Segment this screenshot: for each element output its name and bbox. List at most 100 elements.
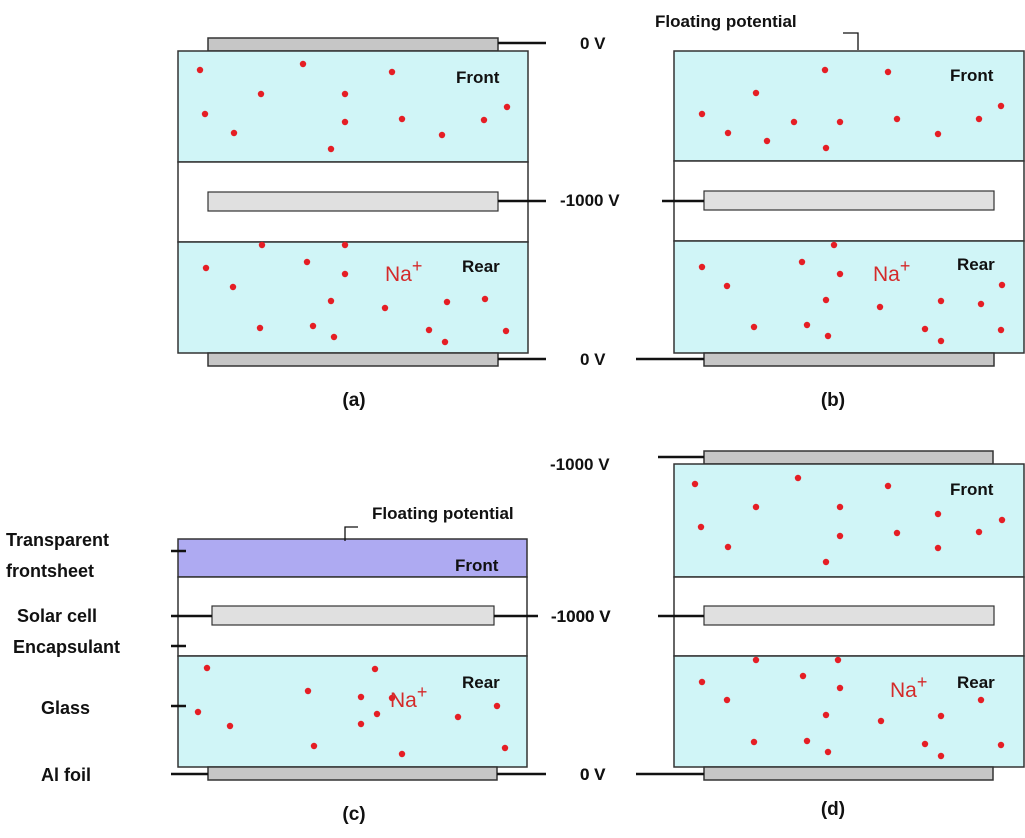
na-ion-dot — [803, 321, 811, 329]
bottom-voltage-label: 0 V — [580, 765, 606, 784]
na-ion-dot — [438, 131, 446, 139]
na-ions-front — [698, 66, 1005, 152]
na-ion-dot — [750, 323, 758, 331]
panel-d: -1000 V -1000 V 0 V Front Rear Na+ (d) — [550, 450, 1025, 820]
na-ion-dot — [794, 474, 802, 482]
bottom-voltage-label: 0 V — [580, 350, 606, 369]
al-foil-bottom — [207, 766, 498, 781]
legend-frontsheet-line2: frontsheet — [6, 561, 94, 581]
front-label: Front — [456, 68, 500, 87]
al-foil-bottom — [207, 352, 499, 367]
na-ion-dot — [884, 482, 892, 490]
na-ions-rear — [194, 664, 509, 758]
na-ion-dot — [501, 744, 509, 752]
na-ion-dot — [309, 322, 317, 330]
na-ions-rear — [698, 656, 1005, 760]
na-ion-dot — [226, 722, 234, 730]
na-ion-symbol: Na — [890, 679, 917, 702]
na-ion-dot — [836, 532, 844, 540]
na-ion-label: Na+ — [890, 672, 927, 702]
al-foil-bottom — [703, 352, 995, 367]
transparent-frontsheet — [177, 538, 528, 578]
na-ion-dot — [884, 68, 892, 76]
na-ion-dot — [824, 332, 832, 340]
na-ion-dot — [341, 270, 349, 278]
na-ions-front — [691, 474, 1006, 566]
front-glass — [673, 50, 1025, 162]
na-ion-dot — [830, 241, 838, 249]
na-ion-dot — [327, 297, 335, 305]
na-ion-dot — [502, 327, 510, 335]
na-ion-dot — [698, 263, 706, 271]
solar-cell — [207, 191, 499, 212]
na-ion-dot — [398, 750, 406, 758]
na-ion-dot — [822, 711, 830, 719]
na-ion-dot — [388, 68, 396, 76]
floating-potential-label: Floating potential — [372, 504, 514, 523]
na-ion-charge: + — [917, 672, 928, 692]
na-ion-label: Na+ — [873, 256, 910, 286]
na-ion-dot — [299, 60, 307, 68]
al-foil-top — [703, 450, 994, 465]
na-ion-dot — [698, 110, 706, 118]
na-ion-label: Na+ — [390, 682, 427, 712]
na-ion-symbol: Na — [873, 263, 900, 286]
panel-caption: (c) — [342, 804, 365, 825]
na-ion-charge: + — [417, 682, 428, 702]
front-label: Front — [950, 480, 994, 499]
solar-cell — [211, 605, 495, 626]
rear-glass — [673, 655, 1025, 768]
na-ion-dot — [836, 118, 844, 126]
na-ion-dot — [799, 672, 807, 680]
na-ion-dot — [798, 258, 806, 266]
panel-caption: (a) — [342, 390, 365, 411]
al-foil-top — [207, 37, 499, 52]
na-ion-charge: + — [412, 256, 423, 276]
na-ion-dot — [821, 66, 829, 74]
na-ion-dot — [893, 115, 901, 123]
na-ion-dot — [203, 664, 211, 672]
na-ion-dot — [997, 102, 1005, 110]
na-ion-dot — [824, 748, 832, 756]
floating-potential-leader — [843, 32, 859, 50]
na-ion-dot — [454, 713, 462, 721]
na-ion-dot — [196, 66, 204, 74]
na-ion-dot — [330, 333, 338, 341]
na-ion-dot — [752, 89, 760, 97]
na-ion-dot — [937, 712, 945, 720]
legend-encapsulant: Encapsulant — [13, 637, 120, 657]
panel-caption: (b) — [821, 390, 845, 411]
legend-frontsheet-line1: Transparent — [6, 530, 109, 550]
na-ion-dot — [836, 270, 844, 278]
rear-label: Rear — [462, 673, 500, 692]
na-ion-dot — [834, 656, 842, 664]
na-ions-front — [196, 60, 511, 153]
rear-glass — [177, 655, 528, 768]
na-ion-dot — [256, 324, 264, 332]
na-ion-dot — [341, 118, 349, 126]
na-ion-dot — [997, 326, 1005, 334]
na-ion-dot — [934, 510, 942, 518]
na-ion-dot — [724, 129, 732, 137]
na-ion-dot — [937, 752, 945, 760]
na-ion-dot — [425, 326, 433, 334]
na-ion-dot — [750, 738, 758, 746]
na-ion-dot — [310, 742, 318, 750]
panel-a: Front Rear Na+ 0 V -1000 V 0 V (a) — [177, 34, 620, 411]
na-ion-dot — [443, 298, 451, 306]
na-ion-dot — [341, 90, 349, 98]
na-ion-dot — [373, 710, 381, 718]
na-ion-dot — [724, 543, 732, 551]
panel-caption: (d) — [821, 799, 845, 820]
na-ion-dot — [194, 708, 202, 716]
na-ion-dot — [822, 296, 830, 304]
na-ion-label: Na+ — [385, 256, 422, 286]
na-ion-dot — [934, 130, 942, 138]
na-ion-dot — [997, 741, 1005, 749]
solar-cell — [703, 190, 995, 211]
solar-cell — [703, 605, 995, 626]
na-ion-dot — [921, 325, 929, 333]
floating-potential-leader — [344, 526, 358, 541]
cell-voltage-label: -1000 V — [551, 607, 611, 626]
rear-glass — [177, 241, 529, 354]
